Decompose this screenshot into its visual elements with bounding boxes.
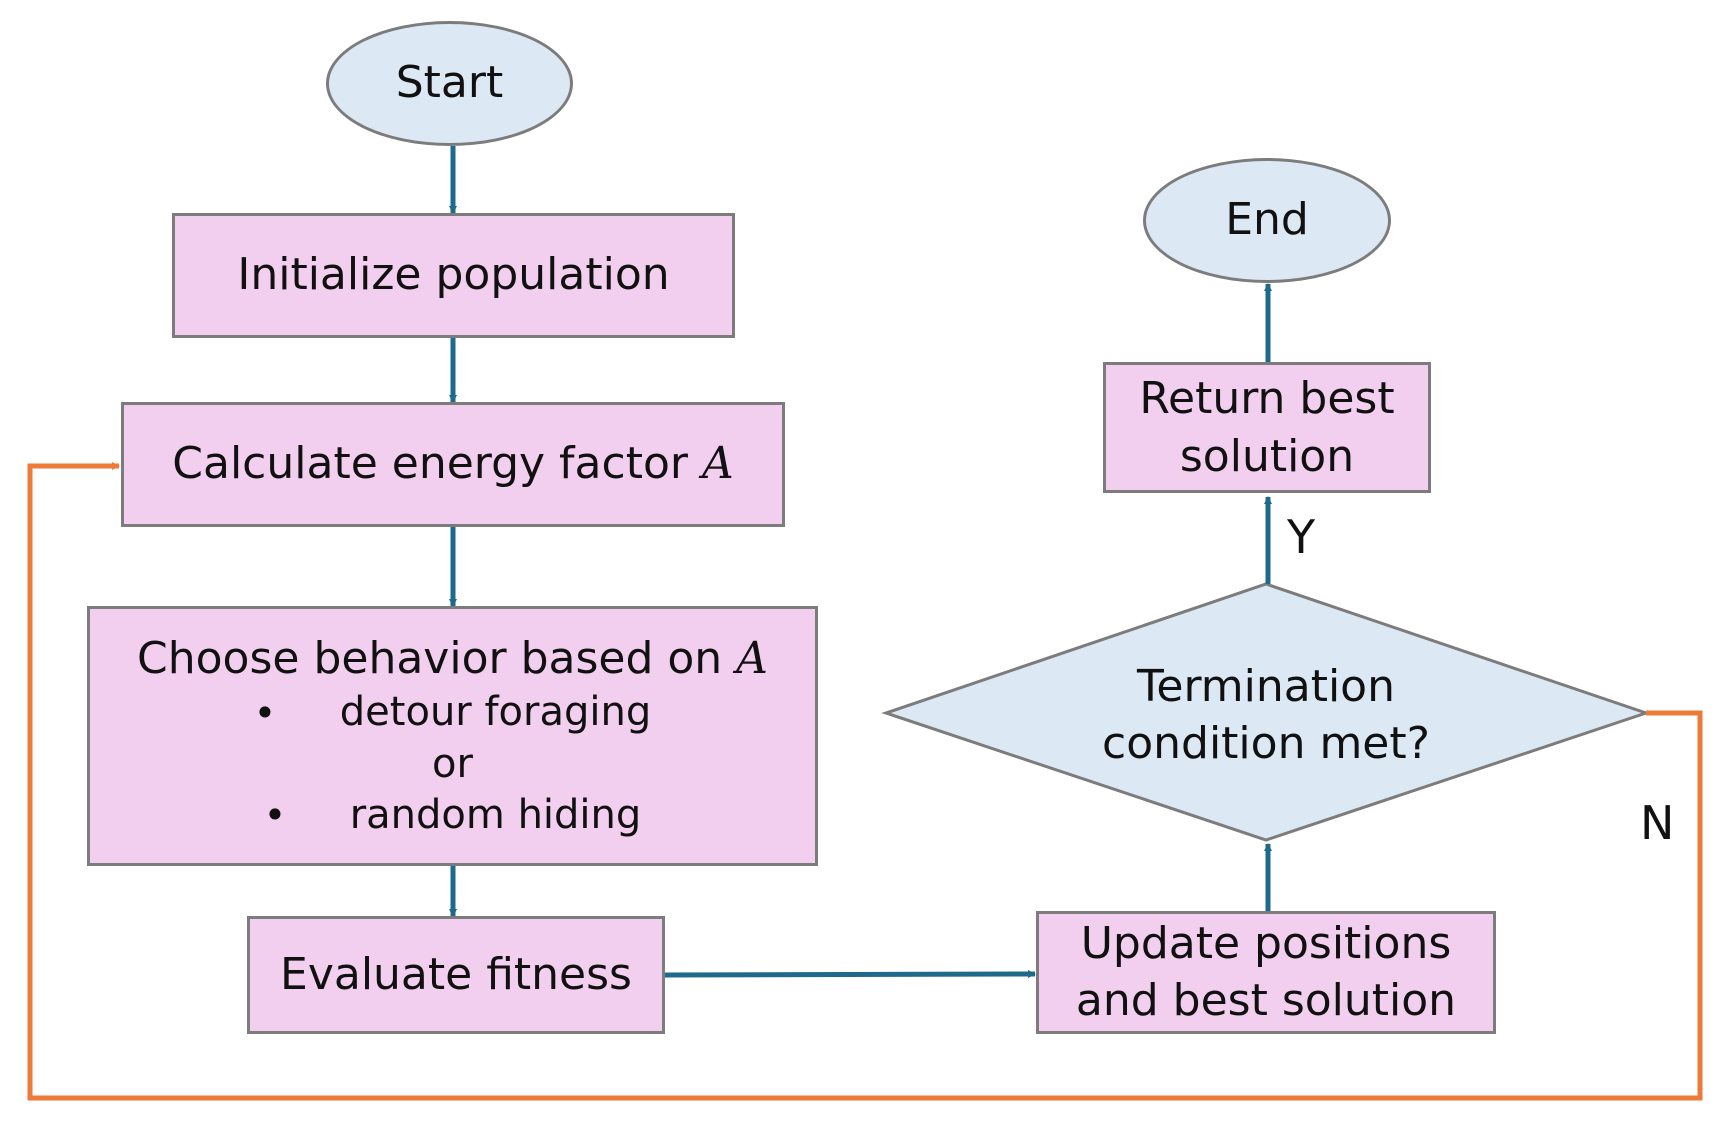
end-label: End xyxy=(1225,194,1309,246)
update-positions-line2: and best solution xyxy=(1075,974,1457,1026)
decision-diamond xyxy=(881,582,1651,842)
calculate-energy-label: Calculate energy factor A xyxy=(172,435,733,493)
option-random-hiding-label: random hiding xyxy=(349,791,642,838)
choose-behavior-title: Choose behavior based on A xyxy=(137,631,768,687)
start-terminal: Start xyxy=(326,21,573,146)
bullet-icon: • xyxy=(253,690,277,735)
decision-line1: Termination xyxy=(1136,660,1395,712)
option-separator-or: or xyxy=(432,740,473,787)
decision-text: Termination condition met? xyxy=(1056,640,1476,790)
initialize-population-box: Initialize population xyxy=(172,213,735,338)
arrow-evaluate-to-update xyxy=(664,970,1036,979)
update-positions-line1: Update positions xyxy=(1080,918,1452,970)
no-branch-label: N xyxy=(1640,796,1675,850)
return-best-line2: solution xyxy=(1179,430,1355,482)
initialize-population-label: Initialize population xyxy=(237,249,670,301)
return-best-solution-box: Return best solution xyxy=(1103,362,1431,493)
calculate-energy-box: Calculate energy factor A xyxy=(121,402,785,527)
calculate-energy-text: Calculate energy factor xyxy=(172,438,702,490)
decision-line2: condition met? xyxy=(1102,718,1430,769)
update-positions-box: Update positions and best solution xyxy=(1036,911,1496,1034)
start-label: Start xyxy=(395,57,504,109)
option-detour-foraging: • detour foraging xyxy=(254,687,651,738)
choose-behavior-text: Choose behavior based on xyxy=(137,633,737,685)
end-terminal: End xyxy=(1143,158,1391,283)
option-detour-foraging-label: detour foraging xyxy=(339,689,652,736)
option-random-hiding: • random hiding xyxy=(264,790,642,841)
return-best-line1: Return best xyxy=(1139,373,1395,425)
evaluate-fitness-label: Evaluate fitness xyxy=(280,948,632,1000)
arrow-no-loop xyxy=(27,462,1703,1101)
energy-factor-variable: A xyxy=(701,438,734,490)
evaluate-fitness-box: Evaluate fitness xyxy=(247,916,665,1034)
behavior-variable: A xyxy=(736,633,768,685)
bullet-icon: • xyxy=(263,793,287,838)
yes-branch-label: Y xyxy=(1287,510,1316,564)
choose-behavior-box: Choose behavior based on A • detour fora… xyxy=(87,606,818,866)
